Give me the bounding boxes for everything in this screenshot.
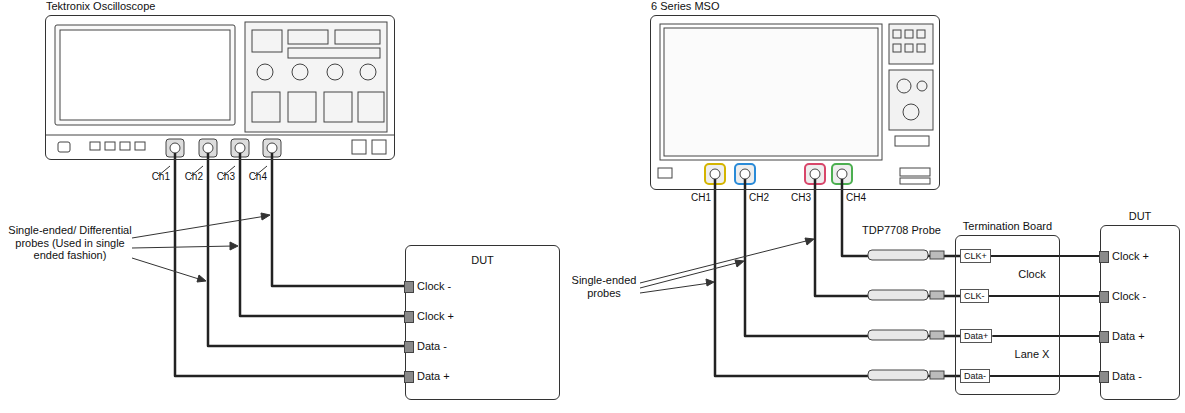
port-label: Data -: [1112, 370, 1142, 382]
dut-port: Data -: [406, 338, 449, 354]
box-title: Tektronix Oscilloscope: [46, 0, 155, 12]
probe-note: Single-ended probes: [568, 274, 640, 299]
probe-cable: [989, 295, 1101, 297]
dut-box: DUT Clock - Clock + Data - Data +: [405, 245, 560, 400]
probe-cable: [272, 160, 406, 286]
dut-port: Data -: [1101, 368, 1144, 384]
dut-port: Clock +: [1101, 248, 1151, 264]
dut-port: Clock +: [406, 308, 456, 324]
oscilloscope-body: Tektronix Oscilloscope: [45, 15, 395, 160]
dut-box: DUTClock +Clock -Data +Data -: [1100, 225, 1180, 400]
port-label: Clock +: [1112, 250, 1149, 262]
box-title: 6 Series MSO: [651, 0, 719, 12]
board-pin: CLK-: [960, 289, 989, 303]
dut-port: Clock -: [406, 278, 453, 294]
dut-port: Data +: [1101, 328, 1147, 344]
port-label: Data +: [417, 370, 450, 382]
probe-cable: [815, 190, 960, 296]
port-label: Clock -: [417, 280, 451, 292]
signal-group-label: Lane X: [1008, 348, 1056, 361]
board-pin: Data-: [960, 369, 990, 383]
channel-label: CH2: [749, 192, 777, 204]
probe-cable: [745, 190, 960, 336]
port-label: Data +: [1112, 330, 1145, 342]
termination-board: Termination BoardCLK+CLK-Data+Data-: [955, 235, 1060, 395]
probe-cable: [991, 255, 1101, 257]
probe-cable: [715, 190, 960, 376]
channel-label: CH3: [783, 192, 811, 204]
probe-cable: [208, 160, 406, 346]
leader-lines-left: [132, 166, 270, 282]
port-label: Data -: [417, 340, 447, 352]
box-title: DUT: [1101, 210, 1179, 222]
channel-label: CH1: [683, 192, 711, 204]
channel-label: Ch2: [173, 171, 203, 183]
port-label: Clock +: [417, 310, 454, 322]
probe-cable: [990, 375, 1101, 377]
port-label: CLK-: [964, 291, 985, 301]
board-pin: Data+: [960, 329, 992, 343]
dut-port: Data +: [406, 368, 452, 384]
probe-cable: [175, 160, 406, 376]
box-title: Termination Board: [956, 220, 1059, 232]
dut-port: Clock -: [1101, 288, 1148, 304]
tdp7708-probe-bodies: [868, 250, 944, 380]
probe-cable: [842, 190, 960, 256]
board-pin: CLK+: [960, 249, 991, 263]
port-label: CLK+: [964, 251, 987, 261]
channel-label: Ch1: [140, 171, 170, 183]
probe-name: TDP7708 Probe: [862, 224, 952, 237]
channel-label: CH4: [846, 192, 874, 204]
box-title: DUT: [406, 254, 559, 266]
mso-right-drawing: [658, 24, 933, 190]
port-label: Clock -: [1112, 290, 1146, 302]
signal-group-label: Clock: [1008, 268, 1056, 281]
channel-label: Ch3: [205, 171, 235, 183]
port-label: Data-: [964, 371, 986, 381]
oscilloscope-left-drawing: [45, 22, 395, 160]
leader-lines-right: [640, 238, 814, 293]
probe-cable: [992, 335, 1101, 337]
probe-cable: [240, 160, 406, 316]
probe-note: Single-ended/ Differential probes (Used …: [8, 224, 132, 262]
mso-body: 6 Series MSO: [650, 15, 940, 190]
port-label: Data+: [964, 331, 988, 341]
channel-label: Ch4: [237, 171, 267, 183]
